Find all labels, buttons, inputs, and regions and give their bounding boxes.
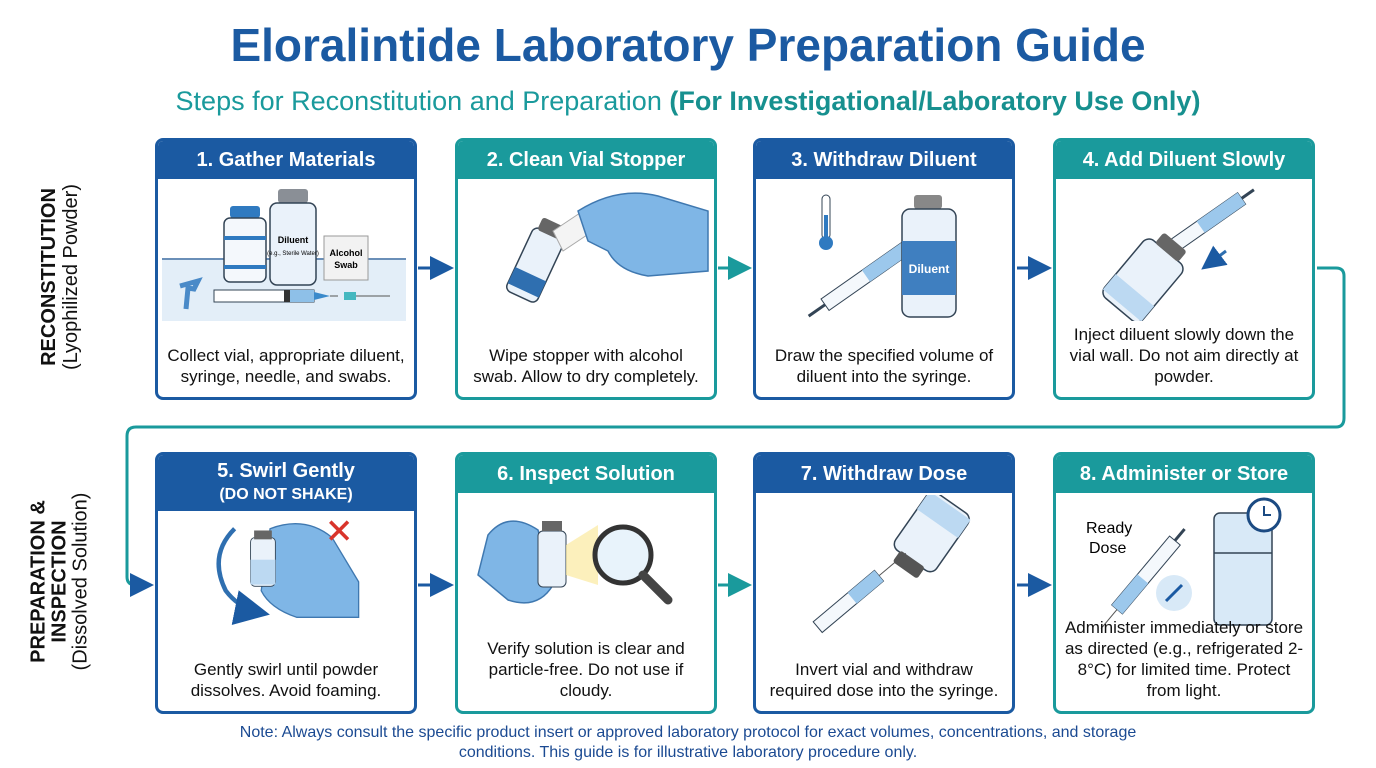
svg-text:Diluent: Diluent [278, 235, 309, 245]
withdraw-diluent-illustration: Diluent [807, 194, 957, 318]
footer-note: Note: Always consult the specific produc… [239, 724, 1137, 761]
page-title: Eloralintide Laboratory Preparation Guid… [230, 19, 1146, 71]
step-card-6: 6. Inspect Solution Verify solution is c… [455, 452, 717, 714]
step-title: 3. Withdraw Diluent [756, 141, 1012, 179]
step-card-3: 3. Withdraw Diluent Diluent Draw the spe… [753, 138, 1015, 400]
row-connector [125, 266, 1346, 597]
step-card-5: 5. Swirl Gently(DO NOT SHAKE) Gently swi… [155, 452, 417, 714]
swirl-illustration [216, 520, 360, 626]
materials-illustration: Diluent (e.g., Sterile Water) Alcohol Sw… [162, 189, 406, 321]
withdraw-dose-illustration [812, 495, 971, 634]
svg-text:(e.g., Sterile Water): (e.g., Sterile Water) [267, 251, 319, 257]
step-description: Gently swirl until powder dissolves. Avo… [190, 660, 382, 700]
step-title: 6. Inspect Solution [458, 455, 714, 493]
svg-text:Dose: Dose [1089, 540, 1126, 557]
step-description: Collect vial, appropriate diluent, syrin… [167, 346, 405, 386]
step-description: Invert vial and withdraw required dose i… [769, 660, 999, 700]
step-description: Inject diluent slowly down the vial wall… [1069, 325, 1299, 386]
step-card-1: 1. Gather Materials Diluent (e.g., Steri… [155, 138, 417, 400]
clean-stopper-illustration [506, 192, 709, 303]
step-title: 2. Clean Vial Stopper [458, 141, 714, 179]
no-shake-x-icon [329, 520, 350, 541]
step-card-8: 8. Administer or Store Ready Dose Admini… [1053, 452, 1315, 714]
step-description: Draw the specified volume of diluent int… [774, 346, 994, 386]
step-description: Administer immediately or store as direc… [1064, 618, 1304, 700]
step-title: 8. Administer or Store [1056, 455, 1312, 493]
step-card-4: 4. Add Diluent Slowly Inject diluent slo… [1053, 138, 1315, 400]
inspect-illustration [477, 520, 673, 605]
step-card-7: 7. Withdraw Dose Invert vial and withdra… [753, 452, 1015, 714]
add-diluent-illustration [1102, 188, 1255, 321]
step-title: 1. Gather Materials [158, 141, 414, 179]
svg-text:Diluent: Diluent [909, 262, 950, 276]
step-description: Wipe stopper with alcohol swab. Allow to… [473, 346, 699, 386]
svg-text:Ready: Ready [1086, 520, 1132, 537]
step-description: Verify solution is clear and particle-fr… [487, 639, 685, 700]
svg-text:Alcohol: Alcohol [330, 248, 363, 258]
administer-store-illustration: Ready Dose [1086, 497, 1282, 629]
svg-text:Swab: Swab [334, 260, 358, 270]
step-title: 7. Withdraw Dose [756, 455, 1012, 493]
step-title: 4. Add Diluent Slowly [1056, 141, 1312, 179]
page-subtitle: Steps for Reconstitution and Preparation… [175, 86, 1201, 116]
step-card-2: 2. Clean Vial Stopper Wipe stopper with … [455, 138, 717, 400]
step-title: 5. Swirl Gently(DO NOT SHAKE) [158, 455, 414, 511]
